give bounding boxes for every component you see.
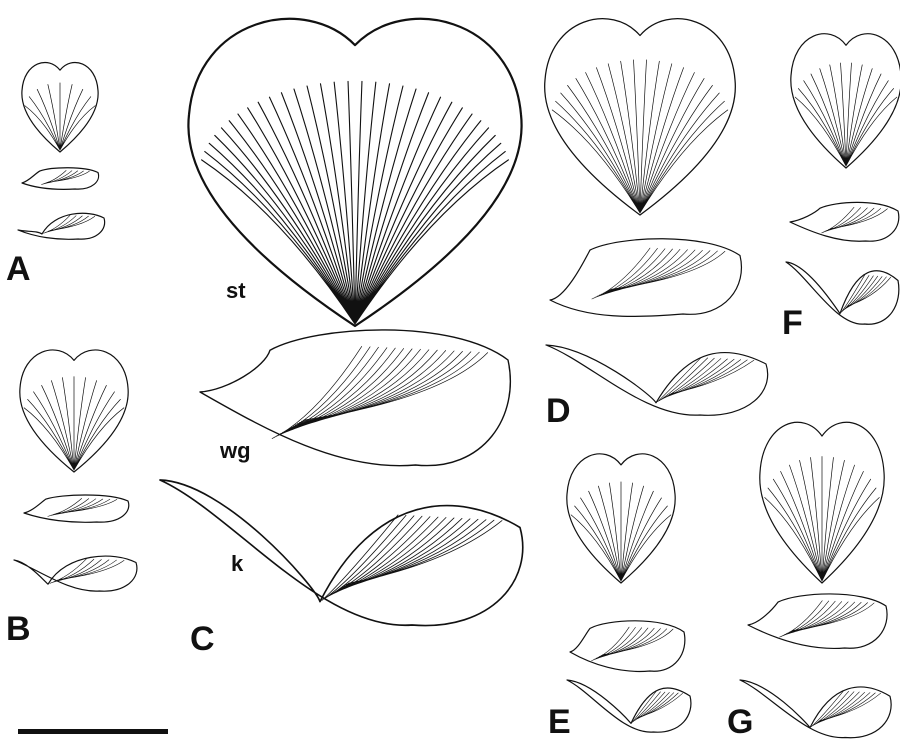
figure-label-e: E (548, 705, 571, 739)
standard-petal-a (22, 62, 98, 152)
wing-petal-f (790, 202, 899, 241)
keel-petal-d (546, 345, 768, 415)
keel-petal-g (740, 680, 891, 738)
keel-petal-e (567, 680, 691, 732)
wing-petal-b (24, 495, 129, 522)
label-wing-wg: wg (220, 440, 251, 462)
standard-petal-g (760, 422, 884, 583)
scale-bar (18, 729, 168, 734)
label-standard-st: st (226, 280, 246, 302)
wing-petal-a (22, 168, 99, 190)
wing-petal-g (748, 594, 887, 648)
standard-petal-f (791, 34, 900, 168)
keel-petal-a (18, 213, 105, 239)
keel-petal-c (160, 480, 523, 626)
figure-label-c: C (190, 622, 215, 656)
standard-petal-d (545, 19, 736, 215)
figure-label-g: G (727, 705, 753, 739)
label-keel-k: k (231, 553, 243, 575)
keel-petal-b (14, 556, 137, 591)
standard-petal-b (20, 350, 128, 472)
figure-label-a: A (6, 252, 31, 286)
figure-label-d: D (546, 394, 571, 428)
keel-petal-f (786, 262, 899, 324)
standard-petal-e (567, 454, 675, 583)
figure-label-f: F (782, 306, 803, 340)
wing-petal-d (550, 239, 741, 317)
figure-label-b: B (6, 612, 31, 646)
wing-petal-e (570, 621, 685, 672)
